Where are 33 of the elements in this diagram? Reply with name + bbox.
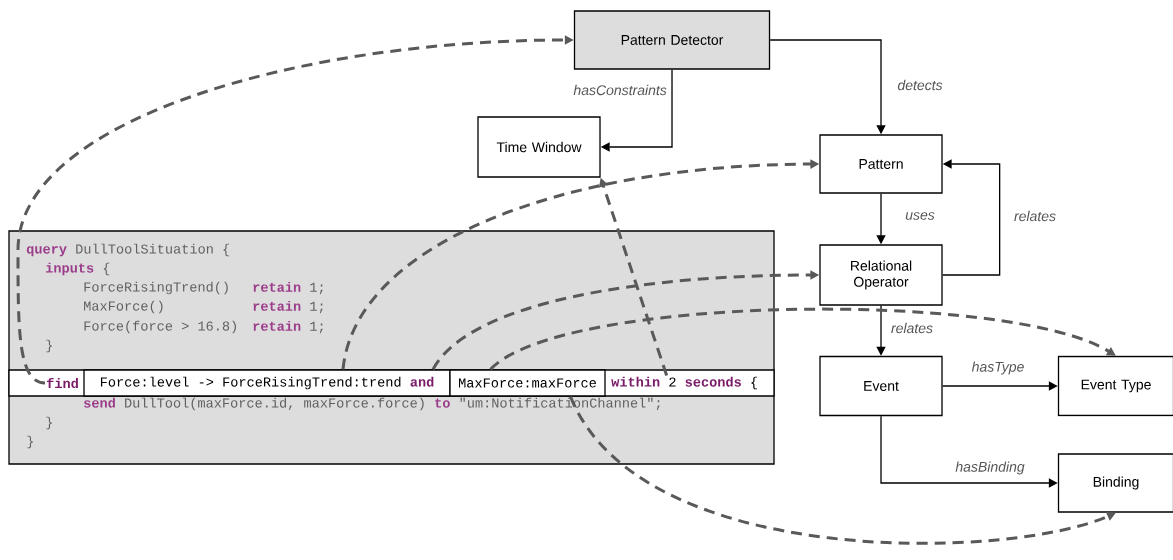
code-line: Force(force > 16.8) (84, 320, 236, 334)
concept-box: Event (819, 355, 943, 417)
arrow (880, 415, 1058, 488)
code-line: } (46, 416, 52, 430)
code-line: } (46, 339, 52, 353)
concept-box: Pattern (819, 134, 943, 194)
code-line: retain 1; (253, 320, 323, 334)
edge-label: hasConstraints (573, 84, 667, 96)
code-keyword: within 2 seconds { (611, 376, 757, 390)
edge-label: relates (891, 322, 933, 334)
edge-label: detects (897, 79, 943, 91)
arrow (942, 159, 1001, 276)
code-line: MaxForce() (84, 300, 163, 314)
code-line: } (27, 435, 33, 449)
code-keyword: find (47, 377, 78, 389)
code-box: MaxForce:maxForce (449, 369, 606, 397)
edge-label: relates (1014, 210, 1056, 222)
concept-box: Binding (1057, 453, 1173, 513)
code-line: inputs { (46, 262, 110, 276)
concept-box: Relational Operator (819, 244, 943, 306)
code-line: send DullTool(maxForce.id, maxForce.force) to "um:NotificationChannel"; (84, 397, 660, 411)
concept-box: Time Window (477, 116, 601, 178)
code-line: ForceRisingTrend() (84, 281, 228, 295)
code-line: query DullToolSituation { (26, 243, 230, 257)
code-line: retain 1; (253, 300, 323, 314)
arrow (942, 381, 1058, 391)
arrow (876, 305, 886, 356)
concept-box: Event Type (1057, 355, 1173, 417)
code-line: retain 1; (253, 281, 323, 295)
edge-label: hasType (971, 361, 1024, 375)
edge-label: hasBinding (955, 461, 1025, 475)
edge-label: uses (905, 212, 935, 220)
detector-box: Pattern Detector (573, 10, 771, 70)
